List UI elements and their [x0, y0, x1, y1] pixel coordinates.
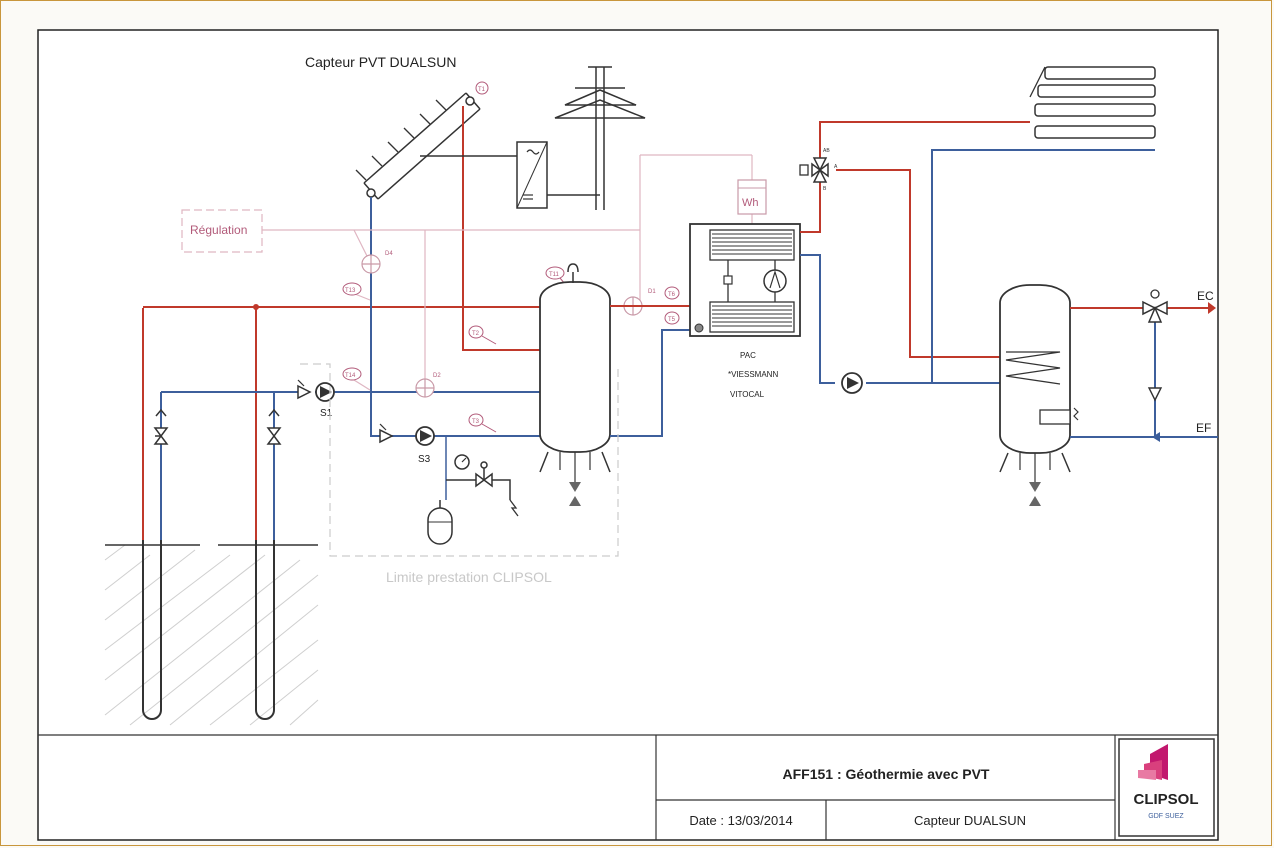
flow-meter-label-d2: D2	[433, 373, 441, 379]
svg-text:AB: AB	[823, 148, 830, 154]
three-way-valve-pac: AB A B	[799, 148, 838, 192]
flow-meter-d4	[361, 254, 381, 274]
sensor-t3: T3	[468, 413, 497, 433]
flow-meter-label-d4: D4	[385, 251, 393, 257]
scope-limit-dashed	[300, 363, 619, 557]
collector-cold-line	[370, 197, 540, 437]
title-block	[38, 734, 1218, 840]
safety-valve	[475, 461, 493, 488]
dhw-tank	[999, 284, 1079, 506]
regulation-label: Régulation	[190, 223, 247, 237]
date-field: Date : 13/03/2014	[689, 813, 792, 828]
valve-to-dhw-coil	[836, 169, 1000, 358]
sensor-t13: T13	[342, 282, 362, 296]
sensor-t1: T1	[475, 81, 489, 95]
sensor-t2: T2	[468, 325, 497, 345]
borehole-valve-left	[153, 427, 169, 445]
sensor-t14: T14	[342, 367, 362, 381]
svg-text:T14: T14	[345, 373, 356, 379]
subject-field: Capteur DUALSUN	[914, 813, 1026, 828]
radiant-floor-heating	[1034, 66, 1156, 139]
logo-subtext: GDF SUEZ	[1148, 813, 1184, 820]
pac-label-3: VITOCAL	[730, 390, 765, 399]
check-valve-s1	[297, 384, 312, 400]
svg-text:T6: T6	[668, 292, 676, 298]
cold-water-label: EF	[1196, 421, 1211, 435]
scope-limit-label: Limite prestation CLIPSOL	[386, 569, 552, 585]
pac-label-2: *VIESSMANN	[728, 370, 778, 379]
expansion-vessel	[427, 500, 453, 545]
borehole-probe-right	[255, 308, 275, 720]
svg-text:T2: T2	[472, 331, 480, 337]
svg-text:A: A	[834, 164, 838, 170]
borehole-valve-right	[266, 427, 282, 445]
control-wiring	[181, 154, 753, 391]
check-valve-s3	[379, 428, 394, 444]
buffer-cold-to-pac	[610, 329, 690, 437]
svg-text:T1: T1	[478, 87, 486, 93]
clipsol-logo: CLIPSOL GDF SUEZ	[1133, 744, 1199, 820]
pump-label-s3: S3	[418, 454, 431, 465]
inverter	[516, 141, 548, 209]
flow-meter-d2	[415, 378, 435, 398]
svg-text:T5: T5	[668, 317, 676, 323]
svg-text:T13: T13	[345, 288, 356, 294]
collector-title: Capteur PVT DUALSUN	[305, 54, 456, 70]
flow-meter-label-d1: D1	[648, 289, 656, 295]
svg-text:T3: T3	[472, 419, 480, 425]
radiant-return	[931, 149, 1155, 383]
sensor-t5: T5	[664, 311, 680, 325]
heat-pump-unit	[689, 223, 801, 337]
sensor-t6: T6	[664, 286, 680, 300]
sun-rays	[355, 99, 447, 181]
heat-meter-label: Wh	[742, 197, 759, 209]
svg-text:T11: T11	[549, 272, 560, 278]
borehole-probe-left	[142, 308, 162, 720]
svg-text:B: B	[823, 186, 827, 192]
mixing-valve-dhw	[1142, 289, 1168, 323]
electric-pylon	[554, 66, 646, 210]
logo-text: CLIPSOL	[1133, 791, 1198, 808]
pump-label-s1: S1	[320, 408, 333, 419]
pac-cold-return	[800, 254, 835, 384]
buffer-tank	[539, 263, 611, 506]
project-title: AFF151 : Géothermie avec PVT	[783, 766, 990, 782]
collector-hot-line	[462, 106, 540, 351]
heat-meter	[737, 179, 767, 215]
hot-water-label: EC	[1197, 289, 1214, 303]
pac-label-1: PAC	[740, 351, 756, 360]
check-valve-dhw	[1147, 387, 1163, 402]
